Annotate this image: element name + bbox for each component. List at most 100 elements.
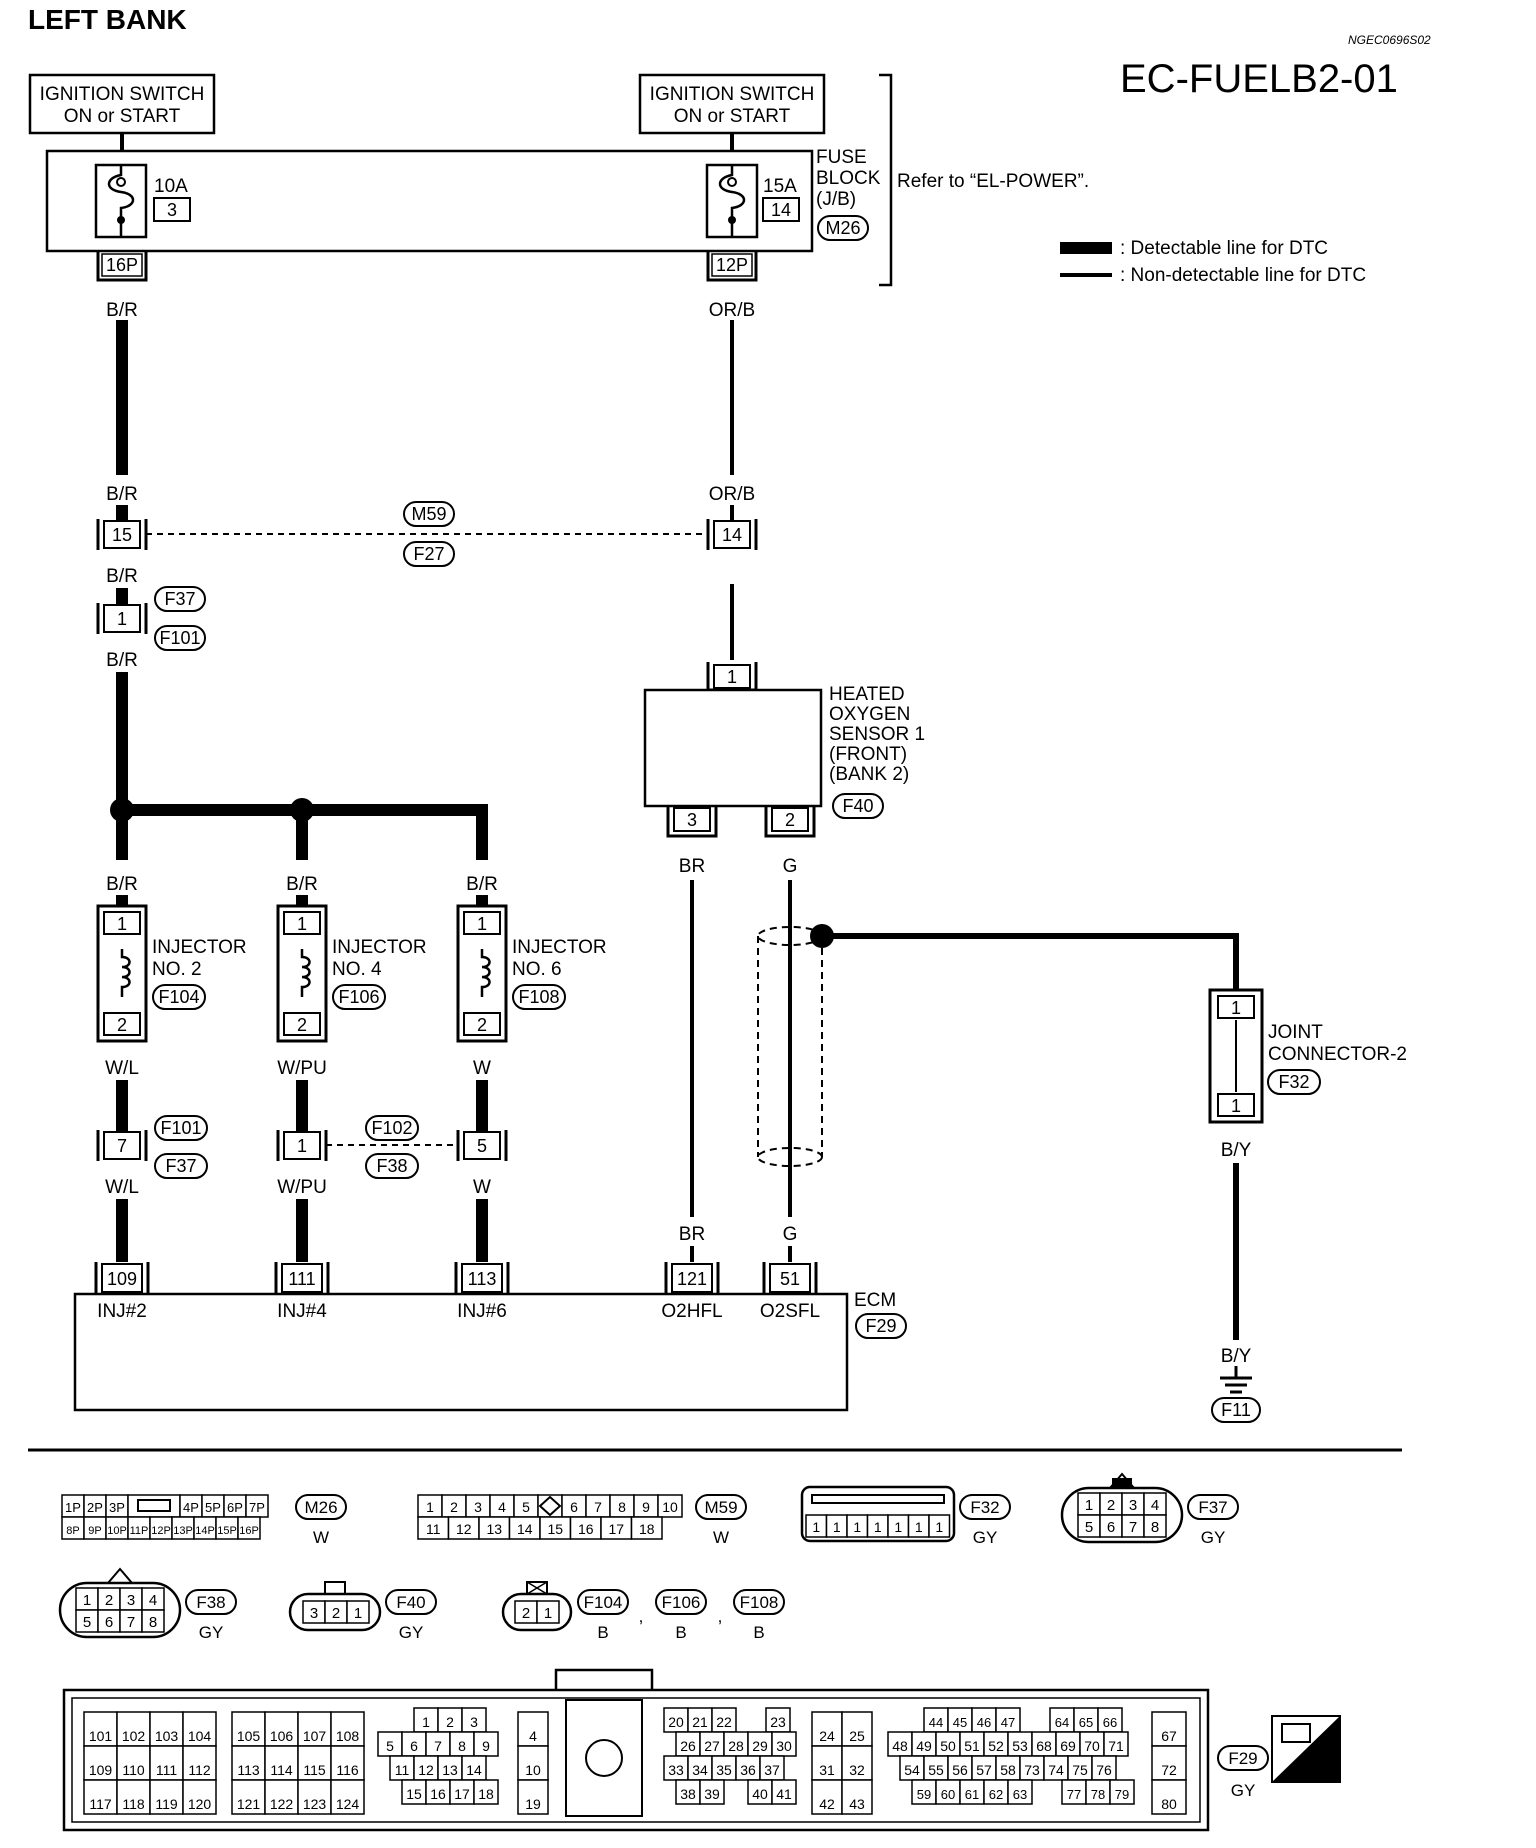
o2-conn: F40 — [842, 796, 873, 816]
inj6-pin2: 2 — [477, 1015, 487, 1035]
f104-color-0: B — [597, 1623, 608, 1642]
f101b-label: F101 — [160, 1118, 201, 1138]
f29-g1-cell — [182, 1779, 217, 1815]
wire-wl-2: W/L — [105, 1177, 139, 1198]
f32-pin: 1 — [894, 1519, 902, 1535]
wire-w-2: W — [473, 1177, 491, 1198]
f29-g6-cell — [841, 1779, 873, 1815]
f104-key — [526, 1581, 548, 1595]
f29-g5b-cell — [771, 1731, 797, 1757]
f29-g2-pin: 114 — [270, 1762, 293, 1778]
f29-center-hole — [585, 1739, 623, 1777]
f38-pin: 7 — [127, 1614, 135, 1631]
f29-g6-pin: 32 — [849, 1762, 865, 1778]
m26-pin: 11P — [130, 1525, 149, 1537]
f29-g1-pin: 118 — [122, 1796, 145, 1812]
f29-g7c-pin: 76 — [1096, 1762, 1112, 1778]
injector-no6: B/R 1 2 INJECTOR NO. 6 F108 — [456, 874, 607, 1043]
f29-g3d-cell — [425, 1779, 451, 1805]
f32-pin: 1 — [853, 1519, 861, 1535]
legend-detectable: : Detectable line for DTC — [1120, 238, 1328, 259]
wire-w-1: W — [473, 1058, 491, 1079]
m26-pin: 1P — [65, 1500, 81, 1515]
wire-br-1: B/R — [106, 300, 138, 321]
f29-g3c-pin: 12 — [418, 1762, 434, 1778]
ignition-switch-right: IGNITION SWITCH ON or START — [638, 73, 826, 135]
f29-g1-pin: 109 — [89, 1762, 113, 1778]
f29-g2-pin: 107 — [303, 1728, 327, 1744]
f29-g7c-pin: 56 — [952, 1762, 968, 1778]
f29-g5-pin: 20 — [668, 1714, 684, 1730]
f29-g2-pin: 113 — [237, 1762, 260, 1778]
joint-pin1: 1 — [1231, 998, 1241, 1018]
f29-g7d-cell — [983, 1779, 1009, 1805]
m59-pin: 15 — [547, 1521, 563, 1537]
f29-g3d-pin: 15 — [406, 1786, 422, 1802]
heated-oxygen-sensor: 1 HEATED OXYGEN SENSOR 1 (FRONT) (BANK 2… — [643, 662, 925, 838]
f29-g7-cell — [923, 1707, 949, 1733]
ecm-label-inj2: INJ#2 — [97, 1301, 147, 1322]
f29-g7b-pin: 70 — [1084, 1738, 1100, 1754]
f29-g4-cell — [517, 1745, 549, 1781]
f32-name: F32 — [970, 1498, 999, 1517]
m26-name: M26 — [304, 1498, 337, 1517]
f29-g7b-pin: 50 — [940, 1738, 956, 1754]
f29-g5-cell — [765, 1707, 791, 1733]
m59-label: M59 — [411, 504, 446, 524]
inj2-pin1: 1 — [117, 914, 127, 934]
f29-g6-cell — [841, 1745, 873, 1781]
f29-g7-pin: 44 — [929, 1715, 943, 1730]
legend-non-detectable: : Non-detectable line for DTC — [1120, 265, 1366, 286]
f29-g7d-cell — [911, 1779, 937, 1805]
m26-pin: 12P — [151, 1525, 171, 1537]
f40-pin: 1 — [354, 1605, 362, 1622]
page-title: LEFT BANK — [28, 4, 187, 35]
f29-g5-cell — [687, 1707, 713, 1733]
ecm-pin-51: 51 — [780, 1269, 800, 1289]
o2-line2: OXYGEN — [829, 704, 910, 725]
f29-g7-cell — [1097, 1707, 1123, 1733]
f29-g1-pin: 103 — [155, 1728, 179, 1744]
f40-pill — [385, 1589, 437, 1615]
f37-cell — [1143, 1514, 1167, 1538]
f32-latch — [811, 1494, 945, 1504]
f29-g3a-pin: 1 — [422, 1714, 430, 1730]
f29-g3a-pin: 2 — [446, 1714, 454, 1730]
m26-pin: 13P — [173, 1525, 193, 1537]
f29-g5c-pin: 37 — [764, 1762, 780, 1778]
fuse-block-label-3: (J/B) — [816, 189, 856, 210]
f29-g3b-pin: 9 — [482, 1738, 490, 1754]
f37-pill — [1187, 1494, 1239, 1520]
f29-g3d-cell — [473, 1779, 499, 1805]
f29-g7d-cell — [1007, 1779, 1033, 1805]
f29-g7b-cell — [1103, 1731, 1129, 1757]
m26-pill — [295, 1494, 347, 1520]
f38-pin: 5 — [83, 1614, 91, 1631]
m26-pin: 5P — [205, 1500, 221, 1515]
joint-line2: CONNECTOR-2 — [1268, 1044, 1407, 1065]
f29-g5d-cell — [771, 1779, 797, 1805]
f29-g1-cell — [182, 1711, 217, 1747]
connector-m59-f27: 15 14 M59 F27 — [96, 501, 758, 567]
ecm-pin-109: 109 — [107, 1269, 137, 1289]
m26-pin: 6P — [227, 1500, 243, 1515]
f29-g7b-cell — [935, 1731, 961, 1757]
inj4-line1: INJECTOR — [332, 937, 427, 958]
wire-g-2: G — [783, 1224, 798, 1245]
f37-color: GY — [1201, 1528, 1226, 1547]
inj4-conn: F106 — [338, 987, 379, 1007]
f29-g5b-pin: 29 — [752, 1738, 768, 1754]
m26-pin: 15P — [217, 1525, 237, 1537]
f29-g7d-pin: 62 — [989, 1787, 1003, 1802]
f32-pin: 1 — [833, 1519, 841, 1535]
f104-0-name: F104 — [584, 1593, 623, 1612]
m59-pin: 4 — [498, 1499, 506, 1515]
f29-g4-pin: 4 — [529, 1728, 537, 1744]
inj4-pin2: 2 — [297, 1015, 307, 1035]
ecm-conn: F29 — [865, 1316, 896, 1336]
m26-pin: 3P — [109, 1500, 125, 1515]
ignition-switch-right-line1: IGNITION SWITCH — [650, 84, 815, 105]
f29-g2-cell — [297, 1745, 332, 1781]
